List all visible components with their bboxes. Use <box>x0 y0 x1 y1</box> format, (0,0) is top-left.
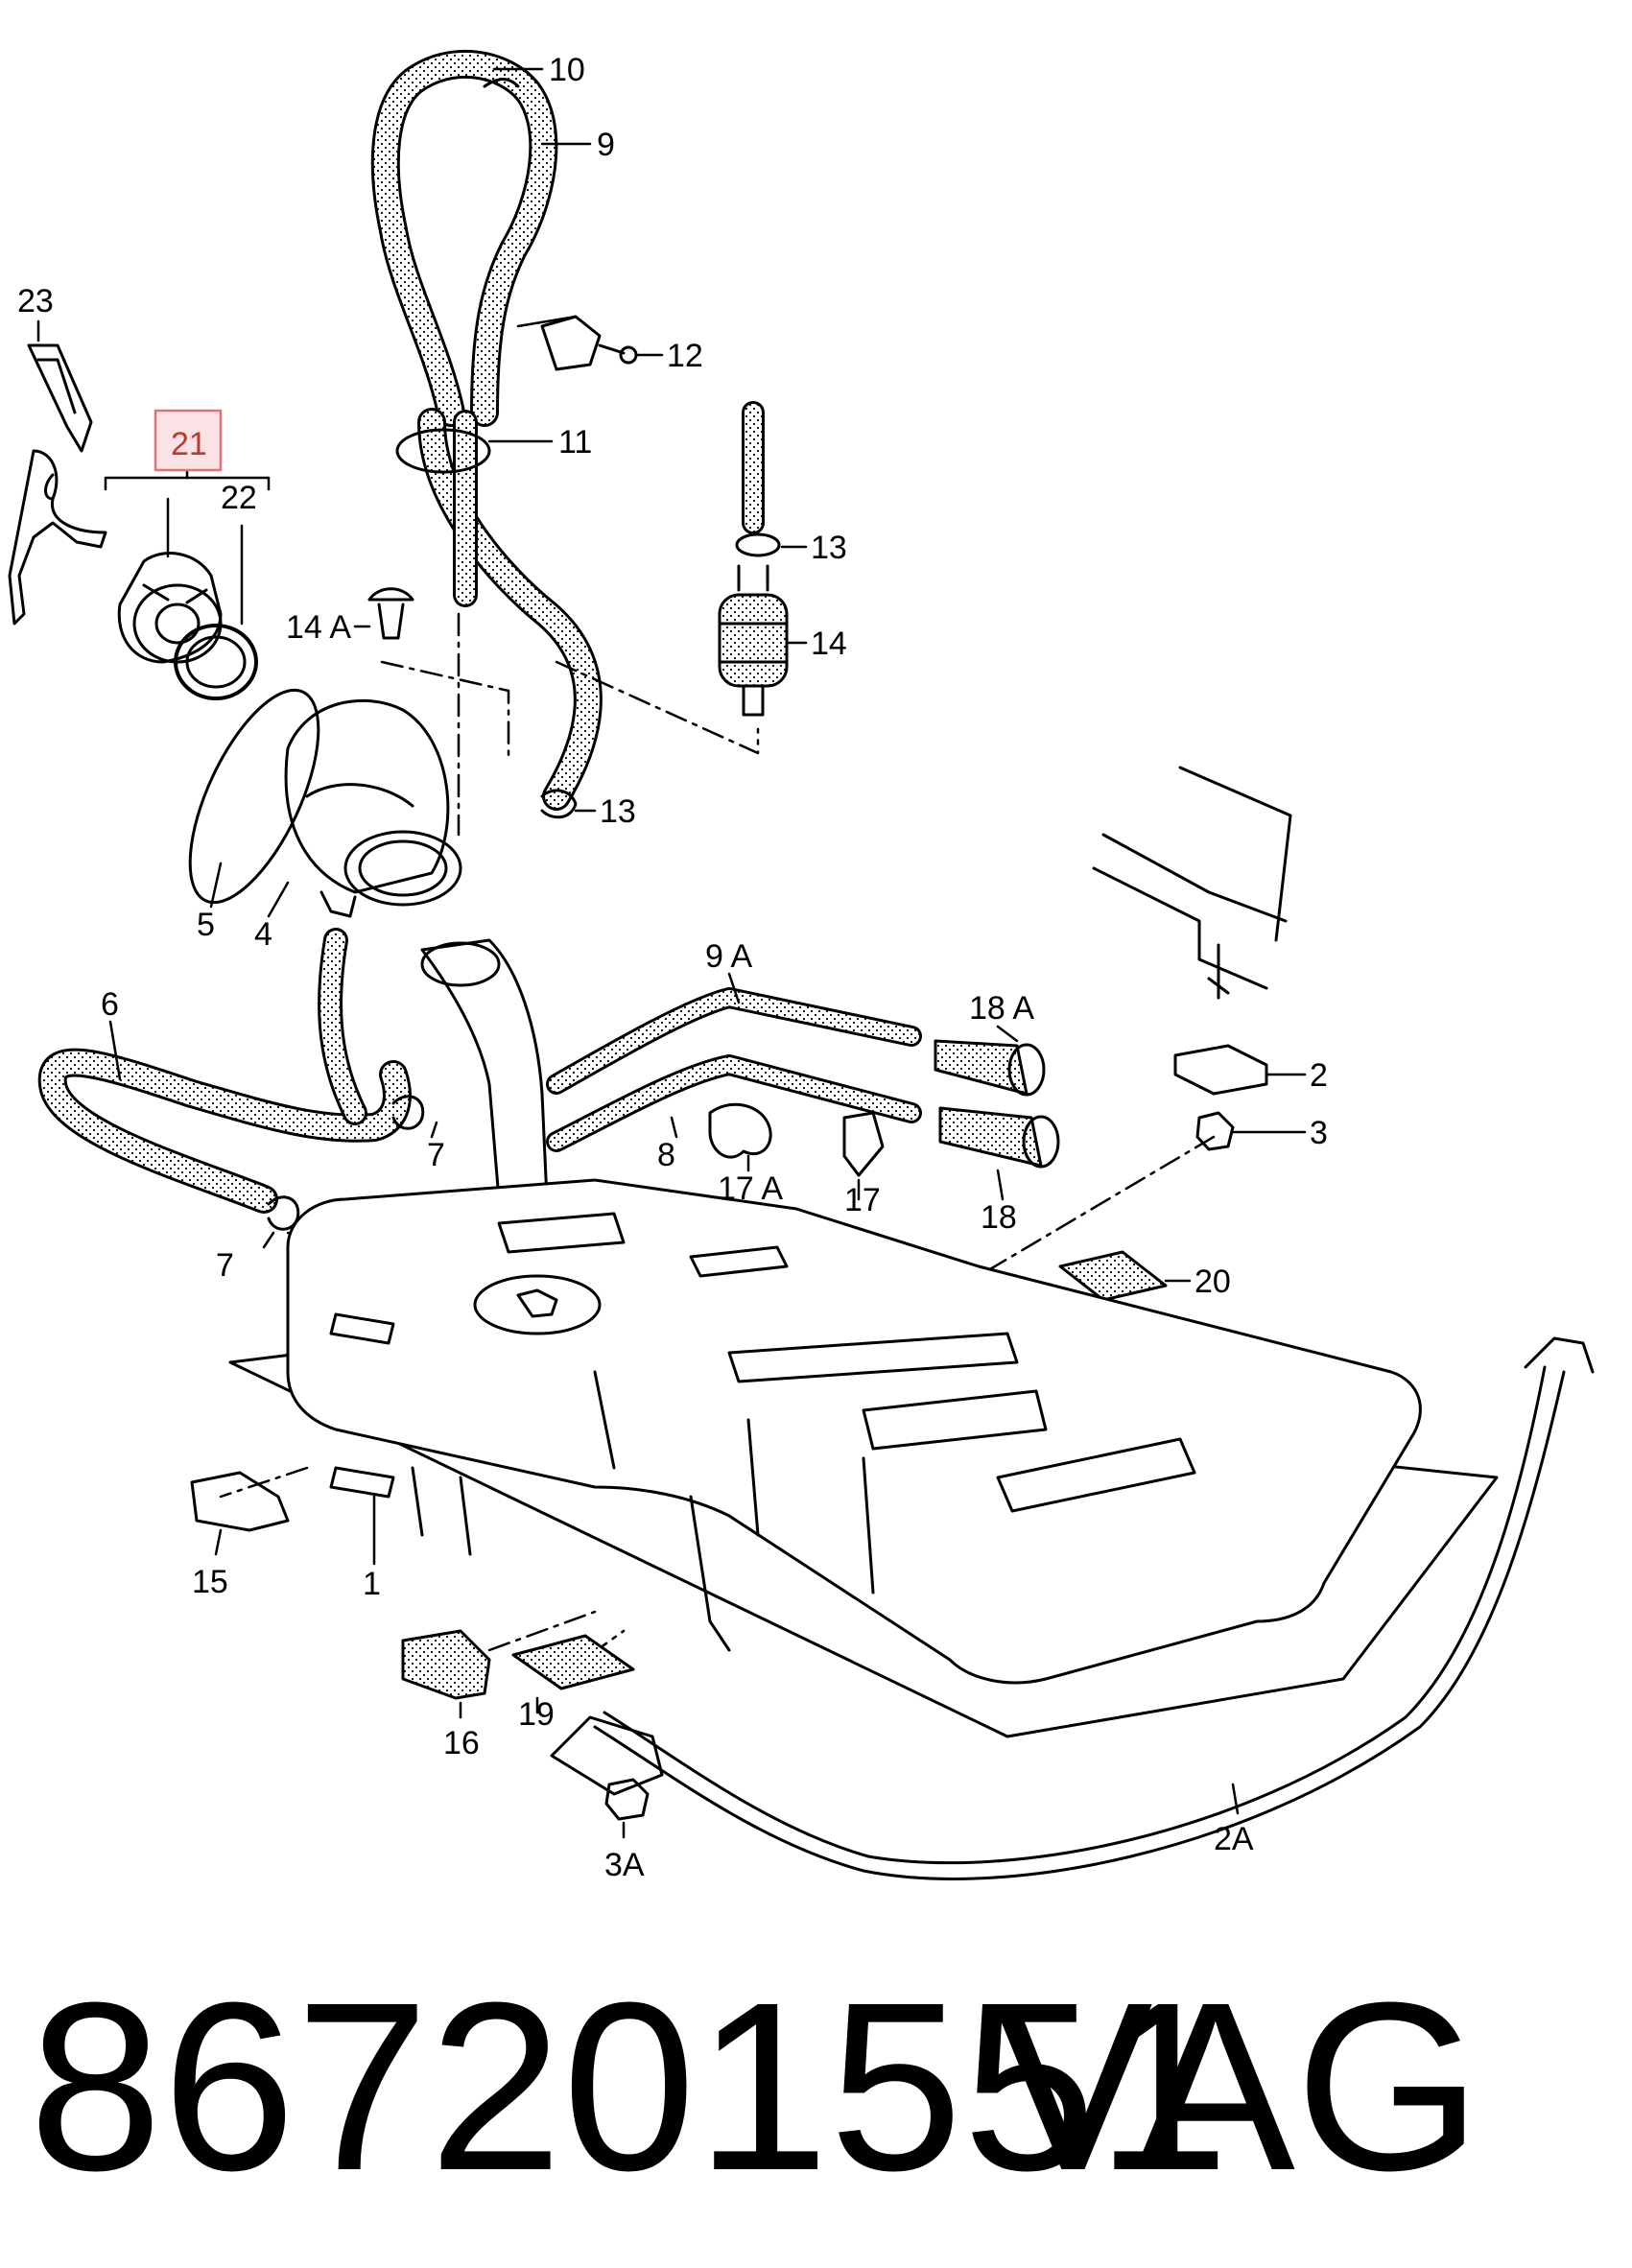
connector-part-18A <box>934 1039 1046 1097</box>
nut-part-3 <box>1195 1111 1235 1151</box>
callout-5: 5 <box>197 907 215 943</box>
breather-loop-hose <box>370 49 558 427</box>
grommet-part-11 <box>395 428 491 474</box>
fuel-lines-9A-8 <box>546 987 922 1152</box>
clip-part-17A <box>708 1102 772 1159</box>
callout-22: 22 <box>221 480 257 516</box>
connector-part-18 <box>938 1106 1060 1169</box>
callout-11: 11 <box>558 424 592 461</box>
callout-14: 14 <box>811 626 847 662</box>
strap-part-2A <box>593 1336 1595 1880</box>
key-set-part-23 <box>8 343 107 626</box>
vent-hose <box>417 408 603 811</box>
nut-part-3A <box>604 1778 650 1821</box>
bracket-part-2 <box>1173 1044 1268 1096</box>
body-rail <box>1092 766 1292 1000</box>
callout-20: 20 <box>1194 1264 1231 1300</box>
filler-housing-part-4 <box>284 698 462 918</box>
gasket-part-5 <box>188 688 320 905</box>
hose-part-6 <box>37 928 412 1214</box>
callout-2A: 2A <box>1214 1821 1254 1857</box>
fuel-filter-part-14 <box>718 564 789 717</box>
callout-9A: 9 A <box>705 938 752 975</box>
clamp-part-7a <box>391 1095 425 1130</box>
clip-part-15 <box>190 1471 290 1532</box>
callout-7-lower: 7 <box>216 1247 234 1284</box>
fuel-tank-exploded-diagram: 10 9 23 21 22 12 11 13 14 14 A 13 5 4 6 … <box>8 49 1595 1883</box>
callout-14A: 14 A <box>286 609 351 646</box>
callout-3: 3 <box>1310 1115 1328 1151</box>
footer-caption: 867201551 VAG <box>0 1928 1632 2255</box>
fuel-line-top <box>735 401 781 557</box>
clip-part-16 <box>401 1629 491 1700</box>
callout-10: 10 <box>549 52 585 88</box>
callout-17: 17 <box>844 1182 881 1218</box>
callout-23: 23 <box>17 283 54 319</box>
callout-13-top: 13 <box>811 530 847 566</box>
callout-7-upper: 7 <box>427 1137 445 1173</box>
callout-18: 18 <box>981 1199 1017 1236</box>
brand-text: VAG <box>993 1952 1482 2220</box>
leader-lines <box>36 67 1307 1839</box>
pad-part-19 <box>511 1634 635 1690</box>
callout-13-lower: 13 <box>600 793 636 830</box>
callout-4: 4 <box>254 916 272 953</box>
clip-part-17 <box>842 1111 885 1177</box>
fuel-cap-part-21 <box>117 552 223 664</box>
callout-16: 16 <box>443 1725 480 1761</box>
callout-6: 6 <box>101 986 119 1023</box>
clip-part-12 <box>540 315 638 371</box>
callout-3A: 3A <box>604 1847 645 1883</box>
fuel-tank-part-1 <box>228 1178 1499 1738</box>
callout-9: 9 <box>597 127 615 163</box>
highlight-box-21 <box>154 409 223 472</box>
callout-2: 2 <box>1310 1057 1328 1094</box>
callout-19: 19 <box>518 1696 555 1733</box>
pad-part-20 <box>1058 1250 1168 1302</box>
callout-21: 21 <box>171 426 207 462</box>
part-number-text: 867201551 <box>29 1952 1230 2220</box>
filler-neck-pipe <box>420 938 549 1201</box>
callout-12: 12 <box>667 338 703 374</box>
callout-8: 8 <box>657 1137 675 1173</box>
callout-17A: 17 A <box>718 1170 783 1207</box>
seal-ring-part-22 <box>174 624 258 700</box>
clamp-part-13b <box>540 789 578 819</box>
fastener-part-14A <box>367 587 414 640</box>
callout-15: 15 <box>192 1564 228 1600</box>
callout-1: 1 <box>363 1566 381 1602</box>
bracket-part-2A-end <box>550 1715 664 1796</box>
callout-18A: 18 A <box>969 990 1034 1027</box>
